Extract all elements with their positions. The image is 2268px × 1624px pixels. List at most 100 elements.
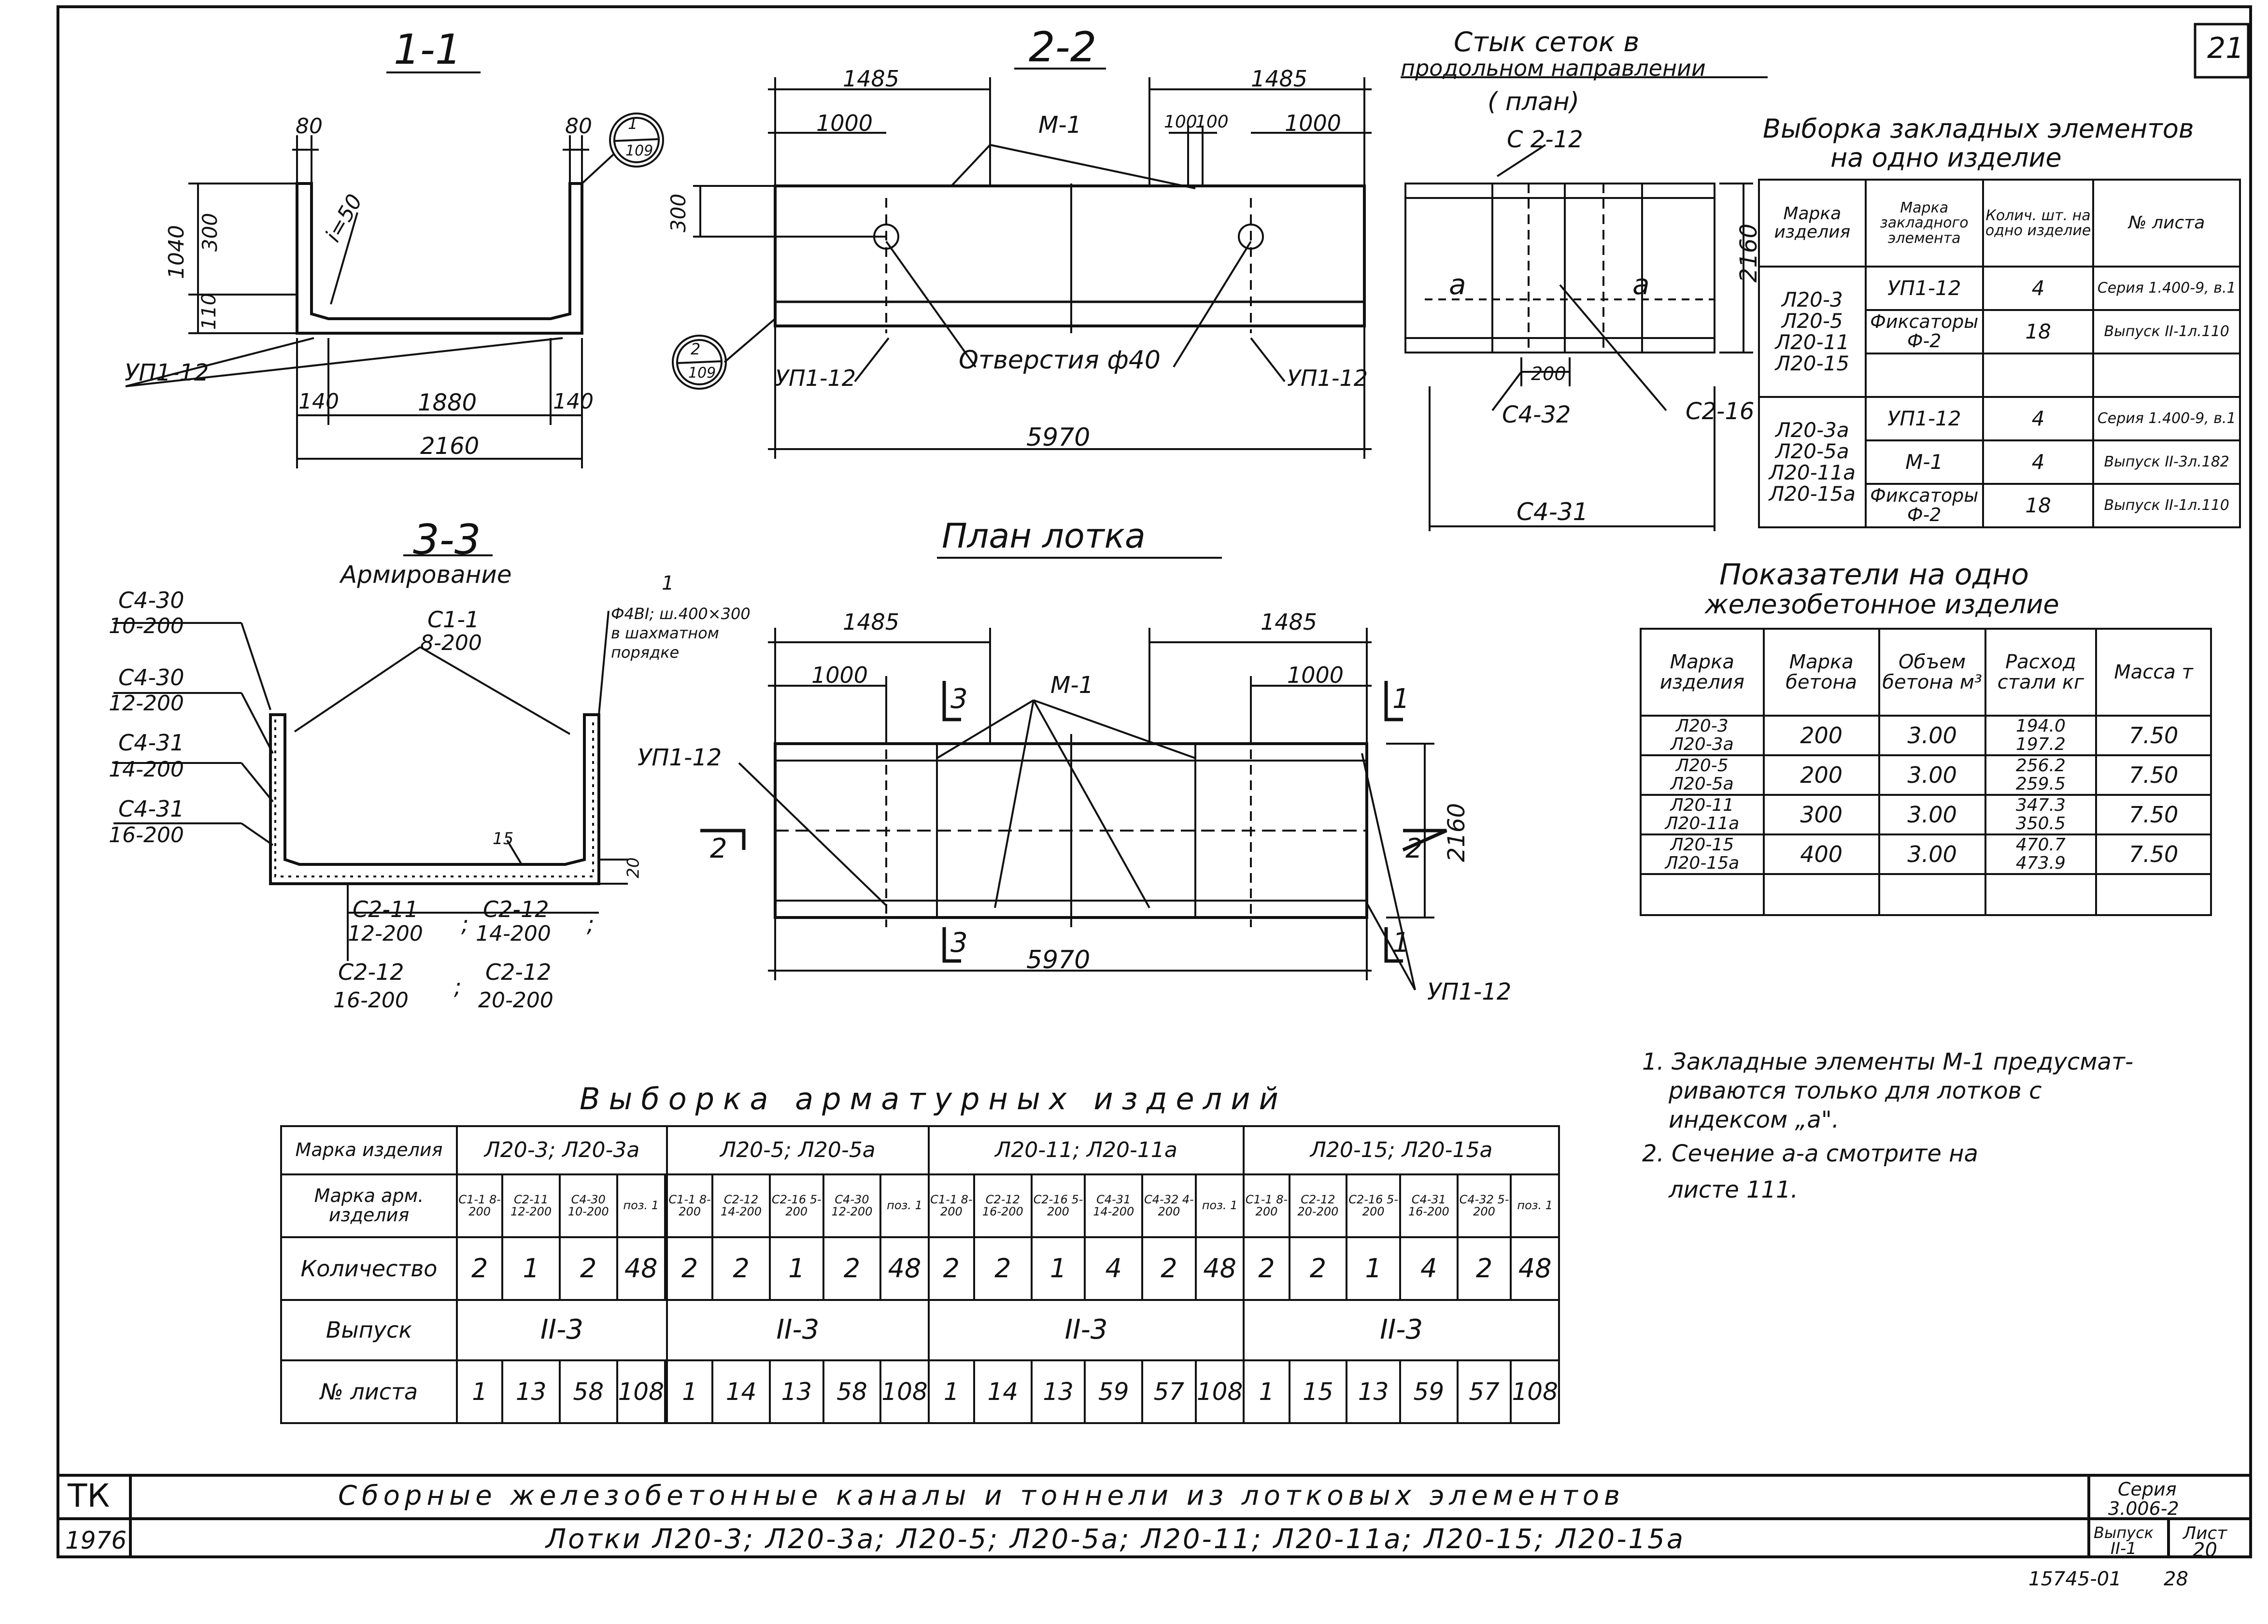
- embedded-cell: Фиксаторы Ф-2: [1864, 483, 1984, 528]
- rebar-label-product: Марка изделия: [280, 1125, 458, 1175]
- plan-title: План лотка: [942, 516, 1146, 556]
- rebar-label-qty: Количество: [280, 1236, 458, 1301]
- label-3-3-note-line1: Ф4ВI; ш.400×300: [611, 605, 751, 623]
- section-2-2-title: 2-2: [1029, 23, 1097, 71]
- joint-title-line2: продольном направлении: [1401, 55, 1706, 81]
- callout-1-1-bottom: 109: [625, 142, 653, 159]
- dim-1-1-140-right: 140: [553, 389, 594, 414]
- plan-m1: М-1: [1050, 672, 1094, 699]
- title-block-sub-title: Лотки Л20-3; Л20-3а; Л20-5; Л20-5а; Л20-…: [546, 1524, 1686, 1555]
- label-3-3-c2-11-top: С2-11: [353, 896, 419, 922]
- label-3-3-c2-12b-top: С2-12: [338, 959, 404, 985]
- label-3-3-c2-12b-bottom: 16-200: [333, 988, 409, 1013]
- joint-c2-16: С2-16: [1686, 398, 1755, 425]
- label-3-3-c2-12a-bottom: 14-200: [476, 921, 551, 946]
- label-3-3-note-line3: порядке: [611, 643, 680, 662]
- plan-cut3-top: 3: [950, 683, 968, 715]
- title-block-issue-value: II-1: [2111, 1539, 2137, 1558]
- title-block-series-label: Серия: [2118, 1479, 2177, 1500]
- plan-cut2-left: 2: [710, 833, 727, 864]
- joint-c4-32: С4-32: [1502, 401, 1571, 428]
- indicators-title-line2: железобетонное изделие: [1705, 589, 2059, 620]
- plan-dim-length: 5970: [1026, 946, 1091, 974]
- section-2-2-drawing: [672, 68, 1372, 459]
- embedded-cell: [1864, 353, 1984, 398]
- rebar-group-product: Л20-5; Л20-5а: [666, 1125, 930, 1175]
- joint-a-right: а: [1632, 268, 1650, 301]
- label-3-3-sep-1: ;: [461, 911, 469, 937]
- rebar-table: Марка изделия Л20-3; Л20-3а Л20-5; Л20-5…: [280, 1125, 1560, 1424]
- label-3-3-c4-30-bottom: 10-200: [109, 614, 184, 638]
- label-2-2-m1: М-1: [1038, 112, 1082, 139]
- indicators-header-mass: Масса т: [2095, 628, 2212, 717]
- note-line-2: риваются только для лотков с: [1669, 1077, 2042, 1104]
- label-3-3-c4-31-bottom: 14-200: [109, 757, 184, 782]
- embedded-cell: УП1-12: [1864, 396, 1984, 441]
- dim-2-2-300: 300: [666, 193, 691, 233]
- rebar-label-issue: Выпуск: [280, 1299, 458, 1361]
- title-block-sheet-label: Лист: [2183, 1524, 2227, 1543]
- section-1-1-title: 1-1: [394, 26, 462, 74]
- dim-1-1-width: 2160: [420, 433, 480, 460]
- label-3-3-c1-1-bottom: 8-200: [420, 631, 482, 655]
- plan-cut3-bottom: 3: [950, 927, 968, 959]
- plan-cut2-right: 2: [1405, 833, 1423, 864]
- title-block-main-title: Сборные железобетонные каналы и тоннели …: [338, 1480, 1625, 1511]
- callout-2-2-top: 2: [691, 340, 701, 358]
- embedded-header-sheet: № листа: [2092, 179, 2241, 268]
- label-2-2-holes: Отверстия ф40: [959, 346, 1161, 375]
- section-3-3-title: 3-3: [413, 516, 481, 564]
- dim-2-2-1485-right: 1485: [1251, 66, 1308, 92]
- plan-up-left: УП1-12: [638, 744, 722, 771]
- callout-1-1-top: 1: [628, 114, 638, 133]
- plan-dim-1485-right: 1485: [1261, 609, 1318, 635]
- label-3-3-c4-31b-bottom: 16-200: [109, 823, 184, 847]
- rebar-label-items: Марка арм. изделия: [280, 1173, 458, 1238]
- indicators-header-volume: Объем бетона м³: [1878, 628, 1986, 717]
- dim-2-2-1000-left: 1000: [816, 110, 873, 136]
- embedded-cell: 4: [1982, 396, 2095, 441]
- callout-2-2-bottom: 109: [688, 365, 716, 381]
- joint-a-left: а: [1449, 268, 1466, 301]
- dim-1-1-80-right: 80: [565, 114, 592, 139]
- label-3-3-c2-12a-top: С2-12: [483, 896, 549, 922]
- dim-1-1-height: 1040: [164, 225, 189, 279]
- embedded-cell: Фиксаторы Ф-2: [1864, 309, 1984, 354]
- dim-1-1-110: 110: [198, 293, 221, 330]
- joint-c2-12: С 2-12: [1507, 126, 1583, 153]
- plan-up-bottom: УП1-12: [1427, 978, 1512, 1005]
- title-block-sheet-value: 20: [2193, 1539, 2217, 1561]
- title-block-org: ТК: [68, 1477, 110, 1514]
- rebar-title: Выборка арматурных изделий: [580, 1081, 1287, 1116]
- title-block-year: 1976: [65, 1526, 127, 1554]
- joint-dim-200: 200: [1531, 363, 1566, 384]
- label-3-3-c4-31b-top: С4-31: [118, 796, 184, 822]
- rebar-label-sheets: № листа: [280, 1359, 458, 1424]
- label-3-3-c4-30b-top: С4-30: [118, 664, 184, 691]
- bottom-code: 15745-01: [2028, 1568, 2122, 1590]
- label-3-3-c4-30-top: С4-30: [118, 587, 184, 613]
- dim-3-3-15: 15: [493, 829, 514, 848]
- corner-number-box: [2194, 23, 2250, 79]
- note-line-3: индексом „а".: [1669, 1106, 1840, 1133]
- embedded-cell: 18: [1982, 483, 2095, 528]
- rebar-group-product: Л20-11; Л20-11а: [927, 1125, 1245, 1175]
- embedded-cell: УП1-12: [1864, 266, 1984, 311]
- rebar-group-product: Л20-3; Л20-3а: [456, 1125, 668, 1175]
- dim-2-2-100a: 100: [1164, 112, 1197, 132]
- note-line-4: 2. Сечение а-а смотрите на: [1642, 1140, 1978, 1167]
- label-3-3-c1-1-top: С1-1: [427, 607, 480, 633]
- plan-drawing: [700, 557, 1447, 990]
- joint-dim-2160: 2160: [1735, 223, 1763, 283]
- label-3-3-note-line2: в шахматном: [611, 624, 719, 642]
- joint-c4-31: С4-31: [1517, 498, 1588, 526]
- plan-dim-1000-right: 1000: [1287, 662, 1344, 688]
- dim-2-2-1000-right: 1000: [1285, 110, 1342, 136]
- dim-2-2-100b: 100: [1195, 112, 1229, 132]
- dim-3-3-20: 20: [624, 857, 643, 878]
- dim-1-1-300: 300: [198, 212, 222, 252]
